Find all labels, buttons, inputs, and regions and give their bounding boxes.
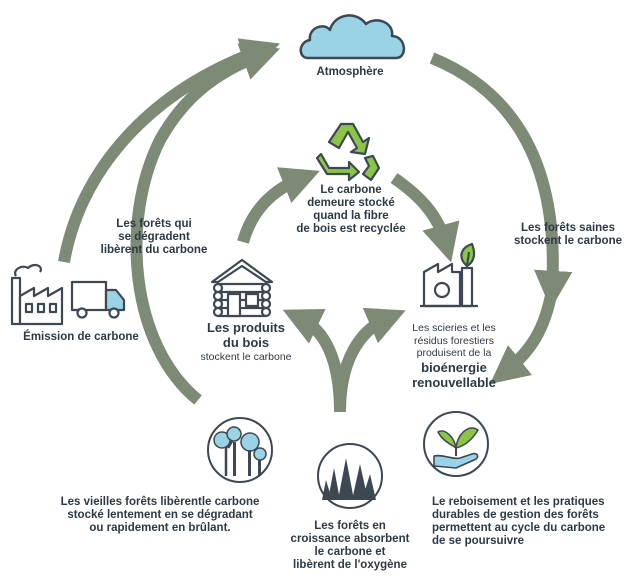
recycle-icon	[315, 122, 381, 182]
wood-products-title-1: Les produits	[206, 320, 285, 335]
cycle-arrows	[58, 38, 573, 413]
degrading-forests-label: Les forêts qui se dégradent libèrent du …	[100, 218, 208, 256]
log-cabin-icon	[210, 258, 274, 318]
arrow-growing-to-bioenergy	[334, 307, 406, 413]
truck-icon	[70, 280, 126, 319]
emission-label: Émission de carbone	[23, 331, 139, 343]
atmosphere-label: Atmosphère	[316, 66, 384, 78]
old-forest-icon	[207, 417, 273, 483]
factory-leaf-icon	[420, 242, 478, 308]
reforestation-label: Le reboisement et les pratiques durables…	[432, 496, 606, 547]
young-forest-icon	[317, 443, 383, 509]
bioenergy-label: Les scieries et les résidus forestiers p…	[412, 322, 496, 390]
recycle-label: Le carbone demeure stocké quand la fibre…	[296, 184, 406, 235]
arrow-growing-to-wood	[282, 309, 346, 413]
arrow-atmosphere-to-healthy-forests	[429, 52, 573, 310]
arrow-healthy-forests-to-bioenergy	[490, 288, 558, 384]
healthy-forests-label: Les forêts saines stockent le carbone	[513, 222, 622, 247]
factory-icon	[10, 263, 64, 326]
arrow-wood-to-recycle	[237, 167, 320, 244]
hand-seedling-icon	[423, 411, 489, 477]
arrow-emission-to-atmosphere	[58, 38, 281, 264]
wood-products-label: Les produits du bois stockent le carbone	[186, 320, 306, 364]
arrow-old-forests-to-atmosphere	[130, 43, 281, 405]
growing-forests-label: Les forêts en croissance absorbent le ca…	[290, 520, 410, 571]
wood-products-title-2: du bois	[222, 335, 270, 350]
cloud-icon	[299, 14, 405, 60]
wood-products-subtitle: stockent le carbone	[200, 351, 292, 363]
arrow-recycle-to-bioenergy	[390, 173, 460, 263]
old-forests-label: Les vieilles forêts libèrentle carbone s…	[60, 496, 260, 534]
